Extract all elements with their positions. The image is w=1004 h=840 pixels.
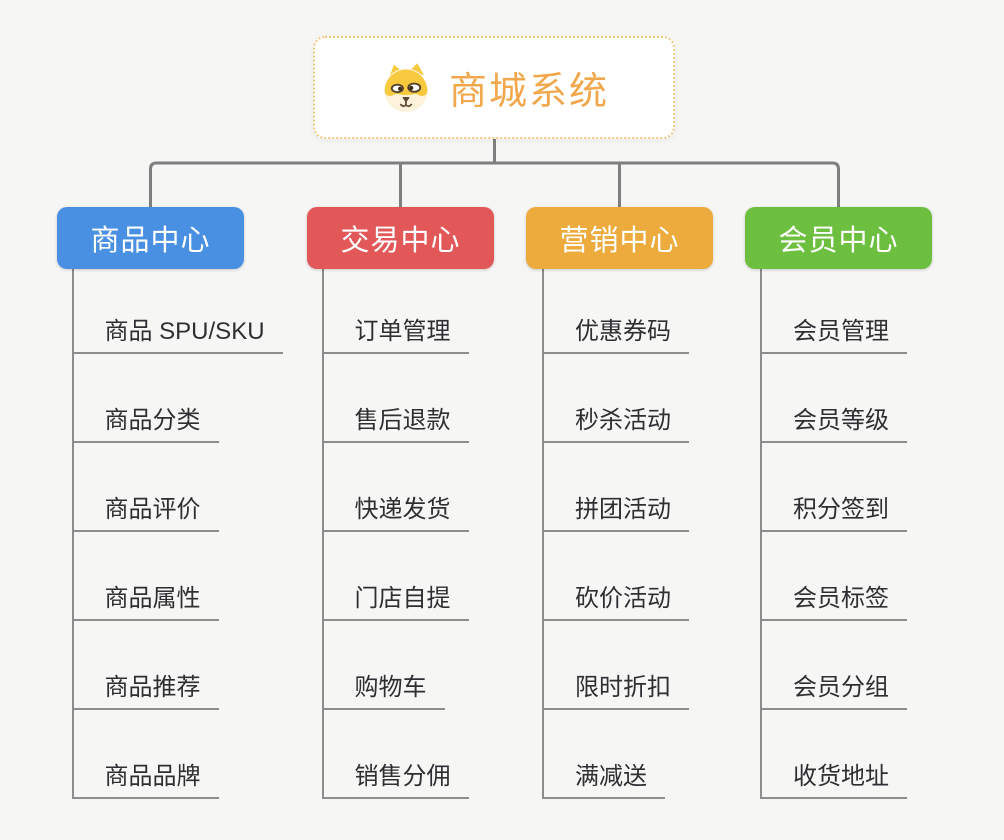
leaf-node[interactable]: 砍价活动 xyxy=(544,532,689,621)
leaf-node[interactable]: 商品品牌 xyxy=(73,710,219,800)
leaf-node[interactable]: 优惠券码 xyxy=(544,265,689,354)
leaf-node[interactable]: 商品属性 xyxy=(73,532,219,621)
branch-children-trade: 订单管理 售后退款 快递发货 门店自提 购物车 销售分佣 xyxy=(321,264,564,800)
leaf-node[interactable]: 秒杀活动 xyxy=(544,354,689,443)
dog-face-icon xyxy=(379,61,433,115)
branch-children-product: 商品 SPU/SKU 商品分类 商品评价 商品属性 商品推荐 商品品牌 xyxy=(71,264,314,800)
leaf-node[interactable]: 商品 SPU/SKU xyxy=(73,265,283,354)
branch-node-member[interactable]: 会员中心 xyxy=(745,207,932,269)
branch-label: 营销中心 xyxy=(559,225,680,257)
branch-node-marketing[interactable]: 营销中心 xyxy=(526,207,713,269)
leaf-node[interactable]: 销售分佣 xyxy=(323,710,469,800)
branch-node-product[interactable]: 商品中心 xyxy=(57,207,244,269)
leaf-node[interactable]: 商品评价 xyxy=(73,443,219,532)
root-node[interactable]: 商城系统 xyxy=(313,36,675,139)
leaf-node[interactable]: 会员分组 xyxy=(762,621,907,710)
leaf-node[interactable]: 限时折扣 xyxy=(544,621,689,710)
leaf-node[interactable]: 满减送 xyxy=(544,710,665,800)
leaf-node[interactable]: 快递发货 xyxy=(323,443,469,532)
bus-line xyxy=(149,161,840,208)
leaf-node[interactable]: 积分签到 xyxy=(762,443,907,532)
branch-label: 会员中心 xyxy=(778,225,899,257)
leaf-node[interactable]: 收货地址 xyxy=(762,710,907,800)
branch-children-member: 会员管理 会员等级 积分签到 会员标签 会员分组 收货地址 xyxy=(760,264,1002,800)
branch-label: 商品中心 xyxy=(90,225,211,257)
leaf-node[interactable]: 拼团活动 xyxy=(544,443,689,532)
leaf-node[interactable]: 订单管理 xyxy=(323,265,469,354)
leaf-node[interactable]: 购物车 xyxy=(323,621,445,710)
leaf-node[interactable]: 会员标签 xyxy=(762,532,907,621)
branch-label: 交易中心 xyxy=(340,225,461,257)
branch-children-marketing: 优惠券码 秒杀活动 拼团活动 砍价活动 限时折扣 满减送 xyxy=(542,264,784,800)
leaf-node[interactable]: 商品分类 xyxy=(73,354,219,443)
leaf-node[interactable]: 会员管理 xyxy=(762,265,907,354)
leaf-node[interactable]: 商品推荐 xyxy=(73,621,219,710)
root-title: 商城系统 xyxy=(448,71,609,113)
leaf-node[interactable]: 售后退款 xyxy=(323,354,469,443)
leaf-node[interactable]: 会员等级 xyxy=(762,354,907,443)
branch-node-trade[interactable]: 交易中心 xyxy=(307,207,494,269)
leaf-node[interactable]: 门店自提 xyxy=(323,532,469,621)
